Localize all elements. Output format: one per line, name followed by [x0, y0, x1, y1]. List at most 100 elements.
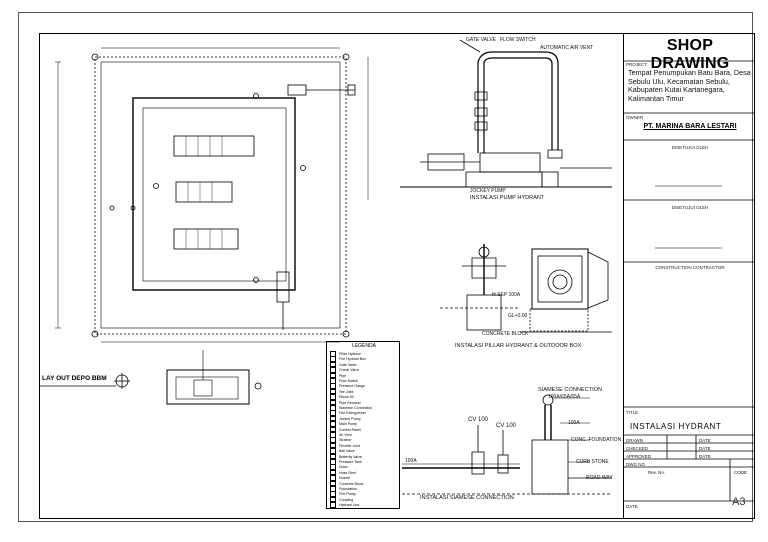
legend-item: Flexible Joint — [330, 442, 360, 449]
check-valve-label-1: CV 100 — [468, 417, 489, 423]
sheet-size: A3 — [732, 496, 746, 508]
legend-item: Drain — [330, 464, 348, 470]
rev-no-label: Rev. No. — [648, 470, 666, 475]
sheet-heading: SHOP DRAWING — [650, 37, 730, 72]
legend-item-label: Siamese Connection — [339, 405, 373, 410]
legend-item: Strainer — [330, 437, 352, 443]
legend-symbol-icon — [330, 437, 336, 443]
legend-item: Fire Hydrant Box — [330, 356, 366, 362]
legend-symbol-icon — [330, 410, 336, 416]
legend-item-label: Ball Valve — [339, 448, 355, 453]
legend-item: Control Panel — [330, 426, 361, 433]
siamese-connection-label: SIAMESE CONNECTION — [538, 387, 603, 393]
legend-symbol-icon — [330, 464, 336, 470]
legend-symbol-icon — [330, 426, 336, 433]
title-label: TITLE — [626, 410, 639, 415]
legend-item-label: Butterfly Valve — [339, 454, 362, 459]
date-label-3: DATE — [699, 454, 711, 459]
legend-item: Foundation — [330, 486, 357, 492]
legend-item-label: Control Panel — [339, 427, 361, 432]
legend-item-label: Coupling — [339, 497, 354, 502]
legend-item: Pipe Reducer — [330, 399, 361, 406]
legend-item: Main Pump — [330, 421, 357, 427]
legend-item-label: Air Vent — [339, 432, 352, 437]
legend-item-label: Nozzle — [339, 475, 350, 480]
legend-symbol-icon — [330, 480, 336, 487]
legend-item-label: Flow Switch — [339, 378, 359, 383]
pipe-size-label: 100A — [405, 458, 417, 464]
legend-item-label: Pipe Reducer — [339, 400, 361, 405]
tank-bund — [132, 97, 296, 291]
legend-symbol-icon — [330, 394, 336, 400]
legend-item: Fire Extinguisher — [330, 410, 366, 416]
legend-item: Nozzle — [330, 475, 350, 481]
legend-item-label: Fire Hydrant Box — [339, 357, 366, 362]
legend-symbol-icon — [330, 448, 336, 454]
legend-symbol-icon — [330, 351, 336, 357]
legend-item: Coupling — [330, 496, 354, 503]
dwg-no-label: DWG NO — [626, 462, 645, 467]
legend-item: Gate Valve — [330, 361, 357, 368]
date-label-2: DATE — [699, 446, 711, 451]
legend-item-label: Gate Valve — [339, 362, 357, 367]
legend-item-label: Fire Extinguisher — [339, 411, 366, 416]
gate-valve-label: GATE VALVE — [466, 37, 497, 43]
legend-item: Check Valve — [330, 367, 359, 373]
legend-item-label: Pipe — [339, 373, 347, 378]
legend-item-label: Pillar Hydrant — [339, 351, 361, 356]
legend-symbol-icon — [330, 475, 336, 481]
drawing-sheet — [18, 12, 753, 522]
tank-1 — [173, 135, 255, 157]
legend-symbol-icon — [330, 361, 336, 368]
legend-item: Pressure Gauge — [330, 383, 365, 389]
legend-symbol-icon — [330, 399, 336, 406]
legend-symbol-icon — [330, 469, 336, 476]
legend-symbol-icon — [330, 432, 336, 438]
legend-item-label: Strainer — [339, 438, 352, 443]
date-label-bottom: DATE — [626, 504, 638, 509]
legend-symbol-icon — [330, 367, 336, 373]
road-way-label: ROAD WAY — [586, 475, 613, 481]
contractor-label: CONSTRUCTION CONTRACTOR — [655, 265, 725, 270]
pump-hydrant-caption: INSTALASI PUMP HYDRANT — [470, 195, 545, 201]
jockey-pump-label: JOCKEY PUMP — [470, 188, 506, 194]
legend-item-label: Hose Reel — [339, 470, 356, 475]
legend-item: Flow Switch — [330, 378, 358, 384]
legend-symbol-icon — [330, 496, 336, 503]
legend-item: Concrete Block — [330, 480, 363, 487]
layout-caption: LAY OUT DEPO BBM — [42, 375, 107, 382]
check-valve-label-2: CV 100 — [496, 423, 517, 429]
legend-symbol-icon — [330, 442, 336, 449]
project-label: PROJECT — [626, 62, 648, 67]
drawing-title: INSTALASI HYDRANT — [630, 422, 722, 431]
legend-symbol-icon — [330, 502, 336, 508]
legend-symbol-icon — [330, 356, 336, 362]
legend-item: Hose Reel — [330, 469, 356, 476]
legend-symbol-icon — [330, 405, 336, 411]
checked-label: CHECKED — [626, 446, 649, 451]
bund-inner — [142, 107, 287, 282]
legend-item-label: Foundation — [339, 486, 357, 491]
legend-title: LEGENDA — [352, 343, 376, 349]
siamese-size-label: 100A/65A/65A — [548, 394, 581, 400]
site-boundary — [94, 56, 347, 335]
legend-symbol-icon — [330, 388, 336, 395]
flow-switch-label: FLOW SWITCH — [500, 37, 536, 43]
legend-item-label: Pressure Tank — [339, 459, 362, 464]
approval-label-1: DISETUJUI OLEH — [671, 145, 709, 150]
legend-item: Pillar Hydrant — [330, 351, 361, 357]
legend-item: Jockey Pump — [330, 415, 361, 422]
legend-item: Siamese Connection — [330, 405, 372, 411]
code-label: CODE — [734, 470, 748, 475]
owner-name: PT. MARINA BARA LESTARI — [643, 123, 737, 130]
legend-symbol-icon — [330, 491, 336, 497]
legend-item-label: Elbow 90 — [339, 394, 354, 399]
foundation-label: CONC. FOUNDATION — [571, 437, 622, 443]
approved-label: APPROVED — [626, 454, 652, 459]
legend-symbol-icon — [330, 486, 336, 492]
legend-symbol-icon — [330, 372, 336, 379]
legend-item-label: Flexible Joint — [339, 443, 360, 448]
legend-symbol-icon — [330, 383, 336, 389]
